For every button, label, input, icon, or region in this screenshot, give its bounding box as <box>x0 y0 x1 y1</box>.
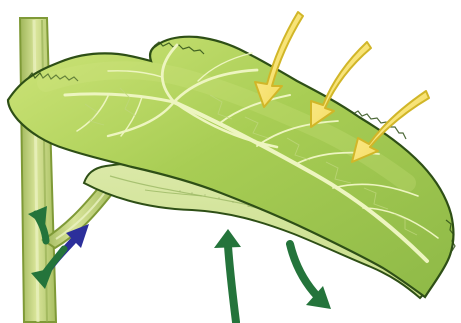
gas-out-arrow-icon <box>290 244 331 309</box>
gas-in-arrow-icon <box>214 229 241 322</box>
